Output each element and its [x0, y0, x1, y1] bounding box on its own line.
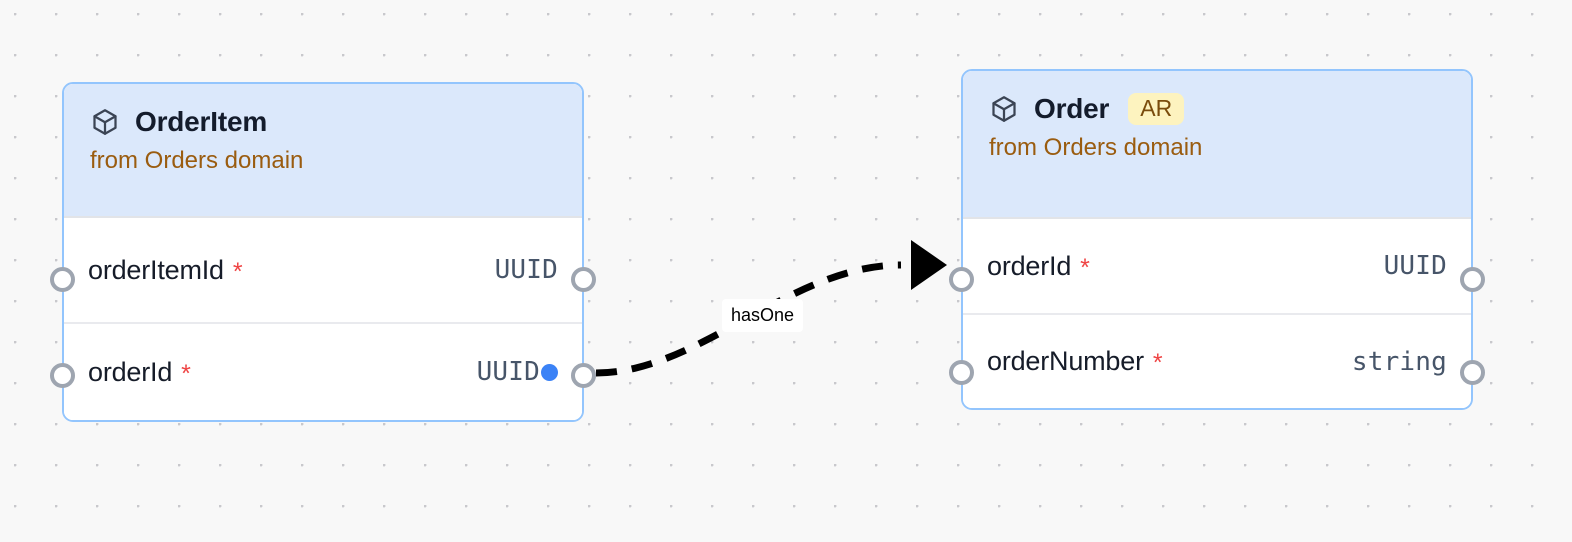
required-marker: *	[1080, 253, 1090, 282]
field-name: orderId	[987, 250, 1072, 281]
node-title-row: Order AR	[989, 93, 1445, 126]
field-right: UUID	[477, 357, 558, 387]
handle-orderitemid-right[interactable]	[571, 267, 596, 292]
field-row-orderid[interactable]: orderId * UUID	[64, 324, 582, 420]
field-name: orderNumber	[987, 346, 1144, 376]
node-header-order: Order AR from Orders domain	[963, 71, 1471, 219]
field-row-ordernumber[interactable]: orderNumber * string	[963, 315, 1471, 408]
required-marker: *	[1152, 349, 1163, 377]
node-title: Order	[1034, 93, 1110, 125]
cube-icon	[93, 109, 117, 135]
edge-arrowhead-icon	[911, 240, 947, 290]
handle-orderitemid-left[interactable]	[50, 267, 75, 292]
required-marker: *	[181, 359, 191, 388]
field-type: UUID	[1383, 251, 1447, 281]
field-left: orderNumber *	[987, 346, 1163, 377]
field-name: orderItemId	[88, 254, 224, 285]
node-subtitle: from Orders domain	[989, 134, 1203, 162]
foreign-key-dot-icon	[541, 363, 558, 381]
handle-orderid-left[interactable]	[50, 363, 75, 388]
handle-orderid-left[interactable]	[949, 267, 974, 292]
node-header-orderitem: OrderItem from Orders domain	[64, 84, 582, 218]
field-right: UUID	[1384, 251, 1447, 281]
field-type: string	[1351, 346, 1447, 377]
field-name: orderId	[88, 356, 173, 387]
field-left: orderId *	[987, 251, 1090, 282]
status-badge-ar: AR	[1128, 93, 1185, 126]
field-row-orderitemid[interactable]: orderItemId * UUID	[64, 218, 582, 324]
required-marker: *	[232, 257, 243, 286]
field-right: string	[1352, 347, 1447, 377]
node-title: OrderItem	[135, 106, 268, 137]
entity-node-order[interactable]: Order AR from Orders domain orderId * UU…	[949, 69, 1485, 410]
field-row-orderid[interactable]: orderId * UUID	[963, 219, 1471, 315]
handle-ordernumber-left[interactable]	[949, 360, 974, 385]
handle-orderid-right[interactable]	[1460, 267, 1485, 292]
node-title-row: OrderItem	[90, 106, 556, 138]
node-subtitle: from Orders domain	[90, 147, 304, 174]
entity-node-orderitem[interactable]: OrderItem from Orders domain orderItemId…	[50, 82, 596, 422]
field-type: UUID	[476, 357, 540, 387]
edge-label-hasone[interactable]: hasOne	[722, 299, 804, 332]
handle-orderid-right[interactable]	[571, 363, 596, 388]
field-type: UUID	[494, 255, 558, 285]
handle-ordernumber-right[interactable]	[1460, 360, 1485, 385]
field-left: orderId *	[88, 357, 191, 388]
field-left: orderItemId *	[88, 255, 243, 286]
cube-icon	[992, 96, 1016, 122]
field-right: UUID	[495, 255, 558, 285]
